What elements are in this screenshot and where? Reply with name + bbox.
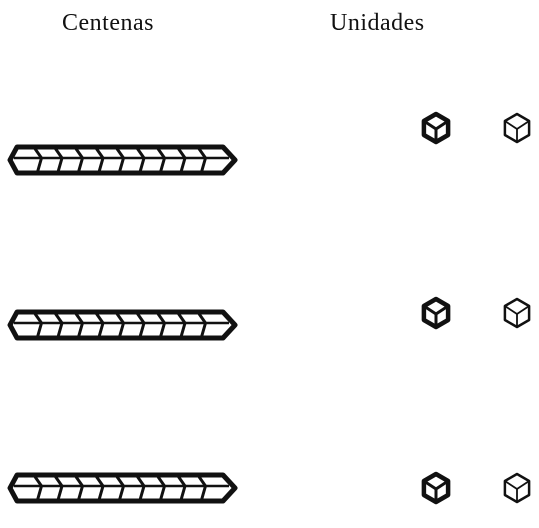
unit-cube xyxy=(424,474,448,502)
rods-layer xyxy=(10,147,235,501)
unit-cubes-layer xyxy=(424,114,529,502)
ten-rod xyxy=(10,147,235,173)
unit-cube xyxy=(505,474,529,502)
unit-cube xyxy=(424,299,448,327)
ten-rod xyxy=(10,475,235,501)
ten-rod xyxy=(10,312,235,338)
unit-cube xyxy=(505,299,529,327)
unit-cube xyxy=(505,114,529,142)
unit-cube xyxy=(424,114,448,142)
